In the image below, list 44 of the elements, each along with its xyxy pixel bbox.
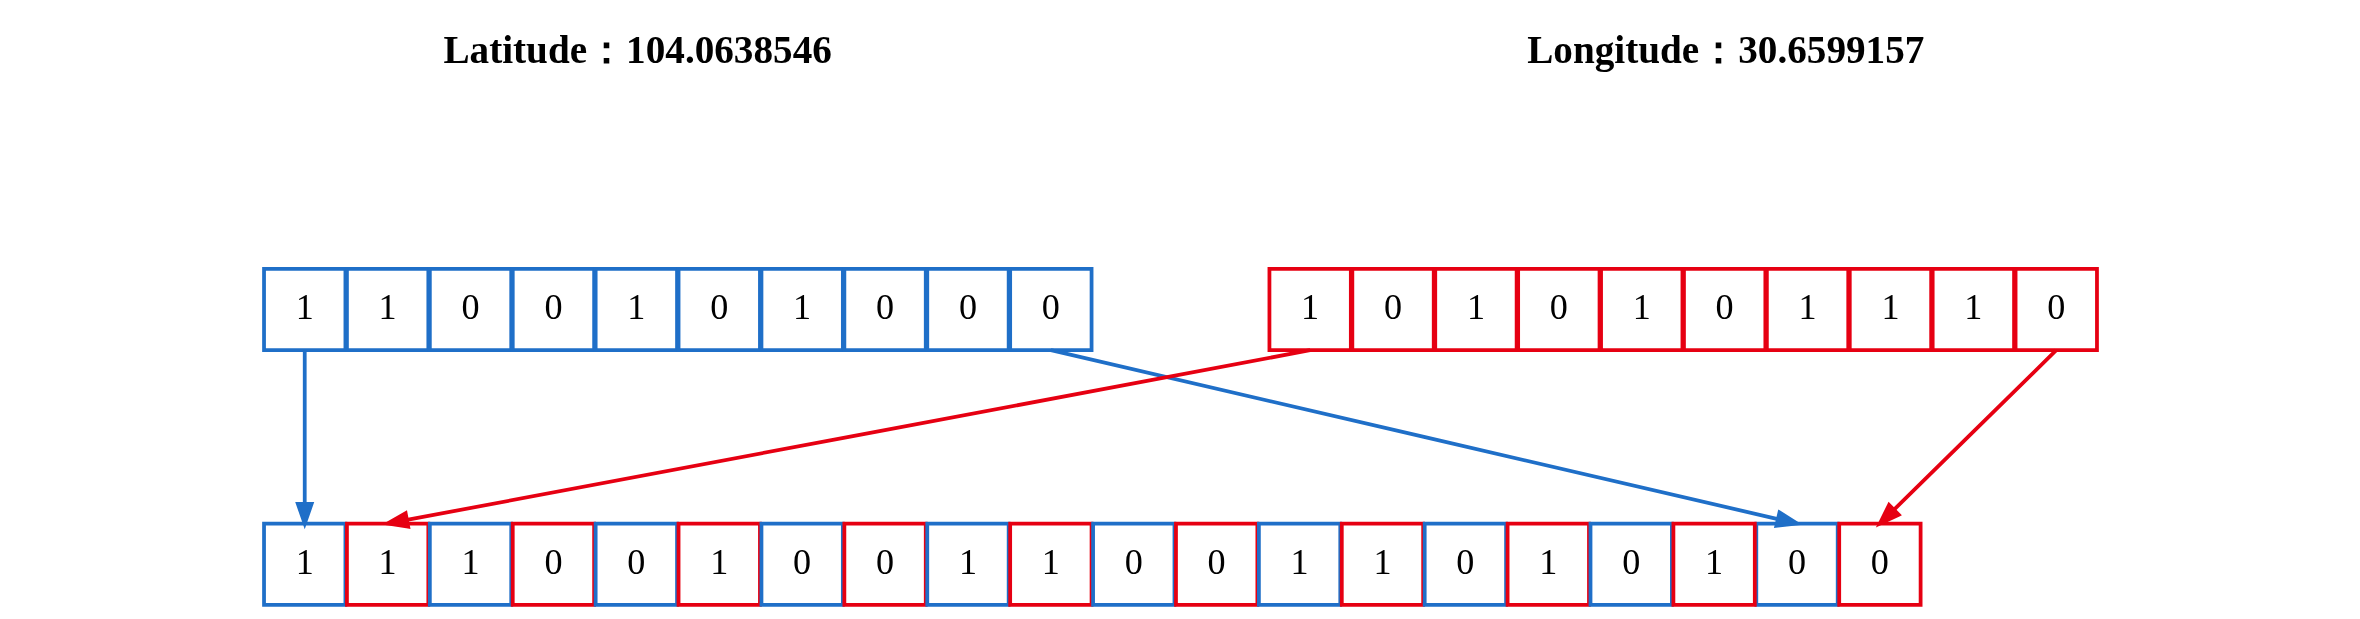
node-box: 1 (1256, 521, 1342, 607)
node-box: 1 (427, 521, 513, 607)
label: Latitude：104.0638546 (442, 27, 832, 71)
node-box: 0 (924, 266, 1011, 353)
node-box: 1 (344, 266, 430, 353)
node-box: 0 (1349, 266, 1436, 353)
node-box: 1 (1671, 521, 1757, 607)
node-box: 1 (1764, 266, 1850, 353)
node-box: 1 (1007, 521, 1093, 607)
arrow (294, 350, 314, 530)
node-box: 0 (759, 521, 845, 607)
node-box: 1 (1598, 266, 1684, 353)
node-box: 1 (1432, 266, 1519, 353)
node-box: 0 (841, 266, 928, 353)
node-box: 1 (1505, 521, 1591, 607)
node-box: 0 (1090, 521, 1176, 607)
node-box: 1 (1847, 266, 1933, 353)
node-box: 0 (510, 266, 596, 353)
node-box: 0 (593, 521, 679, 607)
node-box: 1 (593, 266, 679, 353)
node-box: 0 (1515, 266, 1601, 353)
node-box: 0 (1173, 521, 1259, 607)
node-box: 0 (676, 266, 762, 353)
node-box: 0 (1681, 266, 1767, 353)
node-box: 1 (261, 266, 347, 353)
node-box: 1 (261, 521, 347, 607)
arrow (1875, 348, 2058, 528)
node-box: 0 (1588, 521, 1674, 607)
node-box: 1 (676, 521, 762, 607)
node-box: 1 (759, 266, 845, 353)
node-box: 1 (924, 521, 1011, 607)
node-box: 0 (1422, 521, 1508, 607)
node-box: 0 (1836, 521, 1922, 607)
node-box: 0 (1007, 266, 1093, 353)
node-box: 1 (344, 521, 430, 607)
arrow (1049, 348, 1803, 528)
node-box: 0 (510, 521, 596, 607)
node-box: 0 (427, 266, 513, 353)
node-box: 0 (2013, 266, 2099, 353)
label: Longitude：30.6599157 (1526, 27, 1924, 71)
node-box: 1 (1339, 521, 1425, 607)
node-box: 0 (841, 521, 928, 607)
node-box: 1 (1930, 266, 2016, 353)
node-box: 1 (1267, 266, 1353, 353)
